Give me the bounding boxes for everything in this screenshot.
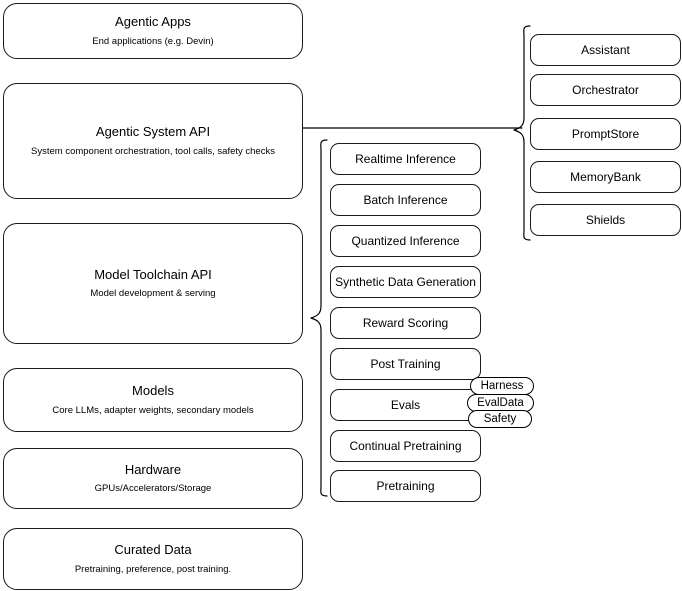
item-label: Quantized Inference: [351, 233, 460, 248]
eval-badge-evaldata[interactable]: EvalData: [467, 394, 534, 412]
layer-subtitle: Pretraining, preference, post training.: [74, 563, 232, 575]
layer-model-toolchain-api[interactable]: Model Toolchain API Model development & …: [3, 223, 303, 344]
layer-title: Models: [132, 383, 174, 399]
eval-badge-safety[interactable]: Safety: [468, 410, 532, 428]
item-label: Orchestrator: [572, 82, 639, 97]
brace-model-toolchain-items: [310, 139, 328, 497]
item-label: MemoryBank: [570, 169, 641, 184]
layer-title: Curated Data: [114, 542, 192, 558]
system-component-orchestrator[interactable]: Orchestrator: [530, 74, 681, 106]
layer-title: Agentic Apps: [115, 14, 191, 30]
layer-subtitle: End applications (e.g. Devin): [92, 35, 214, 47]
item-label: Pretraining: [376, 478, 435, 493]
item-label: Post Training: [370, 356, 441, 371]
toolchain-item-synthetic-data-generation[interactable]: Synthetic Data Generation: [330, 266, 481, 298]
badge-label: Harness: [480, 380, 524, 392]
item-label: Reward Scoring: [362, 315, 449, 330]
layer-agentic-apps[interactable]: Agentic Apps End applications (e.g. Devi…: [3, 3, 303, 59]
item-label: PromptStore: [571, 126, 640, 141]
item-label: Realtime Inference: [355, 151, 456, 166]
layer-subtitle: Model development & serving: [90, 288, 216, 300]
toolchain-item-continual-pretraining[interactable]: Continual Pretraining: [330, 430, 481, 462]
layer-subtitle: System component orchestration, tool cal…: [31, 145, 275, 157]
layer-subtitle: Core LLMs, adapter weights, secondary mo…: [52, 404, 254, 416]
layer-subtitle: GPUs/Accelerators/Storage: [94, 483, 212, 495]
system-component-shields[interactable]: Shields: [530, 204, 681, 236]
layer-models[interactable]: Models Core LLMs, adapter weights, secon…: [3, 368, 303, 432]
system-component-assistant[interactable]: Assistant: [530, 34, 681, 66]
brace-agentic-system-components: [513, 25, 531, 241]
item-label: Synthetic Data Generation: [335, 274, 476, 289]
item-label: Continual Pretraining: [349, 438, 462, 453]
layer-title: Agentic System API: [95, 124, 211, 140]
layer-hardware[interactable]: Hardware GPUs/Accelerators/Storage: [3, 448, 303, 509]
toolchain-item-post-training[interactable]: Post Training: [330, 348, 481, 380]
system-component-memorybank[interactable]: MemoryBank: [530, 161, 681, 193]
toolchain-item-batch-inference[interactable]: Batch Inference: [330, 184, 481, 216]
badge-label: Safety: [483, 413, 517, 425]
system-component-promptstore[interactable]: PromptStore: [530, 118, 681, 150]
toolchain-item-realtime-inference[interactable]: Realtime Inference: [330, 143, 481, 175]
item-label: Assistant: [581, 42, 630, 57]
toolchain-item-reward-scoring[interactable]: Reward Scoring: [330, 307, 481, 339]
toolchain-item-evals[interactable]: Evals: [330, 389, 481, 421]
toolchain-item-quantized-inference[interactable]: Quantized Inference: [330, 225, 481, 257]
layer-agentic-system-api[interactable]: Agentic System API System component orch…: [3, 83, 303, 199]
layer-curated-data[interactable]: Curated Data Pretraining, preference, po…: [3, 528, 303, 590]
toolchain-item-pretraining[interactable]: Pretraining: [330, 470, 481, 502]
item-label: Batch Inference: [363, 192, 448, 207]
badge-label: EvalData: [477, 397, 524, 409]
layer-title: Hardware: [124, 461, 182, 477]
item-label: Shields: [585, 212, 626, 227]
item-label: Evals: [390, 397, 421, 412]
layer-title: Model Toolchain API: [94, 266, 212, 282]
eval-badge-harness[interactable]: Harness: [470, 377, 534, 395]
